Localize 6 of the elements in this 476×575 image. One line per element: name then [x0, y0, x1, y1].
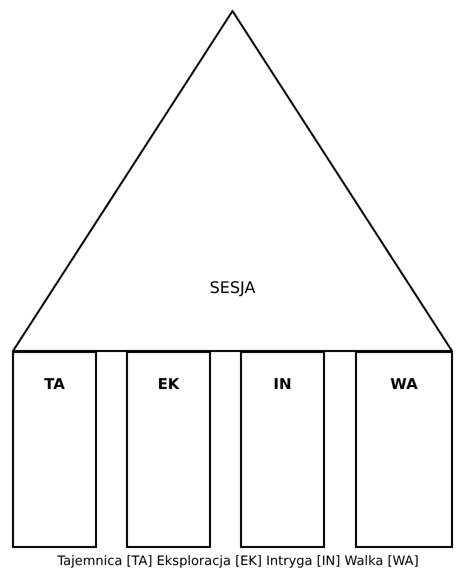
pillar-box: EK: [126, 351, 211, 548]
pillar-box: TA: [12, 351, 97, 548]
pillar-box: WA: [355, 351, 453, 548]
legend-text: Tajemnica [TA] Eksploracja [EK] Intryga [IN] Walka [WA]: [57, 554, 419, 569]
pillar-box: IN: [240, 351, 325, 548]
roof-label: SESJA: [210, 278, 256, 297]
